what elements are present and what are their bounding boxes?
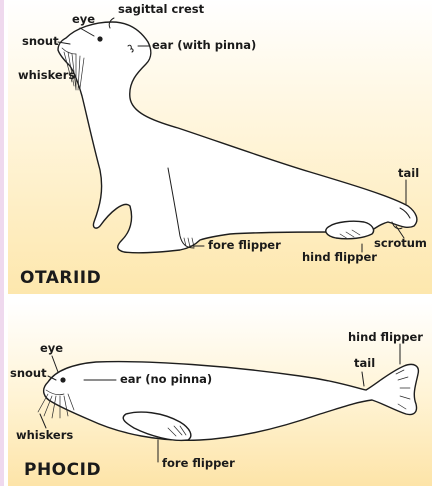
- otariid-label-eye: eye: [72, 14, 95, 26]
- otariid-hind-flipper: [326, 221, 374, 239]
- otariid-label-tail: tail: [398, 168, 419, 180]
- phocid-eye: [60, 377, 65, 382]
- phocid-label-eye: eye: [40, 343, 63, 355]
- otariid-label-hind-flipper: hind flipper: [302, 252, 377, 264]
- otariid-body-outline: [58, 22, 417, 253]
- phocid-label-hind-flipper: hind flipper: [348, 332, 423, 344]
- otariid-illustration: [58, 22, 417, 253]
- phocid-label-snout: snout: [10, 368, 47, 380]
- otariid-label-sagittal-crest: sagittal crest: [118, 4, 204, 16]
- phocid-label-ear: ear (no pinna): [120, 374, 212, 386]
- otariid-label-snout: snout: [22, 36, 59, 48]
- otariid-label-scrotum: scrotum: [374, 238, 427, 250]
- otariid-label-ear: ear (with pinna): [152, 40, 256, 52]
- otariid-title: OTARIID: [20, 270, 101, 287]
- otariid-eye: [97, 36, 102, 41]
- phocid-title: PHOCID: [24, 462, 101, 479]
- phocid-label-whiskers: whiskers: [16, 430, 73, 442]
- phocid-label-fore-flipper: fore flipper: [162, 458, 235, 470]
- phocid-illustration: [38, 362, 418, 441]
- phocid-label-tail: tail: [354, 358, 375, 370]
- otariid-label-whiskers: whiskers: [18, 70, 75, 82]
- otariid-label-fore-flipper: fore flipper: [208, 240, 281, 252]
